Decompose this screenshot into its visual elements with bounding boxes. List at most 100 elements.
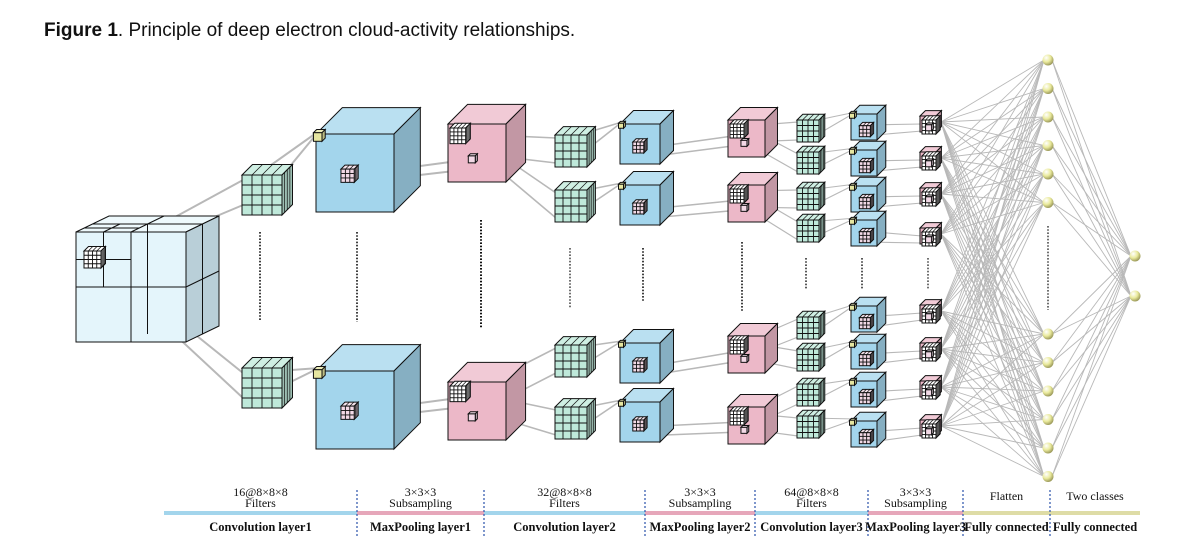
cube-front-face [858, 354, 871, 367]
cube-front-face [925, 428, 933, 436]
cube-front-face [858, 231, 871, 244]
pooled-cell-cube [739, 424, 750, 435]
grid-line [570, 398, 580, 408]
pointer-cube [617, 120, 627, 130]
flatten-neuron [1042, 83, 1054, 94]
grid-line [345, 164, 350, 170]
stage-op-label: Filters [796, 496, 827, 510]
filter-cube-l1 [240, 356, 294, 410]
pointer-cube [312, 128, 327, 143]
connection-line [940, 145, 1045, 159]
pooled-cell-cube [924, 425, 935, 437]
grid-line [925, 187, 930, 193]
cube-front-face [312, 132, 323, 142]
connection-line [940, 333, 1045, 427]
grid-line [932, 115, 937, 121]
figure-label: Figure 1 [44, 20, 118, 41]
grid-line [928, 151, 934, 157]
pool2-feature-map [726, 171, 779, 224]
grid-line [807, 310, 815, 318]
stage-spec-label: 16@8×8×8 [233, 485, 288, 499]
conv1-feature-map [312, 106, 422, 214]
connection-line [940, 157, 1045, 477]
grid-line [928, 419, 934, 425]
connection-line [1051, 295, 1132, 392]
grid-line [740, 406, 745, 412]
flatten-neuron [1042, 328, 1054, 340]
kernel-window-cube [728, 183, 750, 205]
pooling-kernel-cube [631, 415, 649, 433]
neurons [1042, 54, 1141, 482]
cube-front-face [740, 426, 748, 434]
grid-line [807, 181, 815, 189]
conv1-feature-map [312, 343, 422, 451]
filter-cube-l3 [795, 213, 826, 244]
grid-line [562, 398, 572, 408]
stage-layer-label: MaxPooling layer2 [649, 520, 750, 534]
connection-line [940, 193, 1045, 363]
connection-line [940, 88, 1045, 159]
grid-line [925, 342, 930, 348]
flatten-neuron [1042, 197, 1054, 208]
grid-line [807, 113, 815, 121]
grid-line [866, 122, 871, 126]
cube-front-face [312, 369, 323, 379]
connection-line [940, 386, 1045, 420]
grid-line [932, 304, 937, 310]
connection-line [940, 59, 1045, 123]
grid-line [813, 310, 820, 318]
grid-line [925, 227, 930, 233]
cube-front-face [925, 313, 933, 321]
grid-line [251, 357, 263, 369]
connection-line [940, 145, 1045, 312]
filter-cube-l3 [795, 342, 826, 373]
filter-cube-l1 [240, 163, 294, 217]
cube-front-face [618, 341, 624, 348]
grid-line [562, 126, 572, 136]
connection-line [940, 88, 1045, 388]
cube-front-face [849, 218, 855, 225]
pooling-kernel-cube [858, 227, 875, 244]
connection-line [940, 59, 1045, 312]
connection-line [940, 193, 1045, 335]
grid-line [733, 406, 738, 412]
pooled-cell-cube [924, 386, 935, 398]
grid-line [813, 145, 820, 153]
connection-line [940, 145, 1045, 235]
filter-cube-l3 [795, 377, 826, 408]
cube-front-face [925, 389, 933, 397]
stage-layer-label: MaxPooling layer3 [865, 520, 966, 534]
connection-line [940, 173, 1045, 388]
connection-line [940, 157, 1045, 175]
connection-line [1051, 255, 1132, 335]
grid-line [925, 419, 930, 425]
stage-op-label: Filters [245, 496, 276, 510]
cube-front-face [340, 405, 355, 420]
cube-front-face [849, 148, 855, 155]
kernel-window-cube [448, 380, 472, 403]
stage-layer-label: Fully connected [1053, 520, 1137, 534]
pooled-cell-cube [739, 353, 750, 364]
connection-line [940, 419, 1045, 427]
conv3-feature-map [848, 371, 887, 409]
cube-front-face [447, 123, 507, 183]
grid-line [639, 357, 644, 362]
cube-front-face [858, 432, 871, 445]
feature-map-cubes [75, 103, 943, 451]
conv2-feature-map [617, 387, 675, 444]
grid-line [813, 113, 820, 121]
cube-front-face [849, 184, 855, 191]
connection-line [1051, 173, 1132, 297]
stage-op-label: Subsampling [669, 496, 732, 510]
connection-line [940, 121, 1045, 203]
pool1-feature-map [446, 361, 527, 442]
pointer-cube [848, 302, 858, 312]
grid-line [813, 409, 820, 417]
grid-line [807, 213, 815, 221]
connection-line [940, 59, 1045, 195]
connection-line [940, 193, 1045, 420]
grid-line [932, 227, 937, 233]
grid-line [461, 381, 467, 387]
conv2-feature-map [617, 109, 675, 166]
grid-line [570, 181, 580, 191]
